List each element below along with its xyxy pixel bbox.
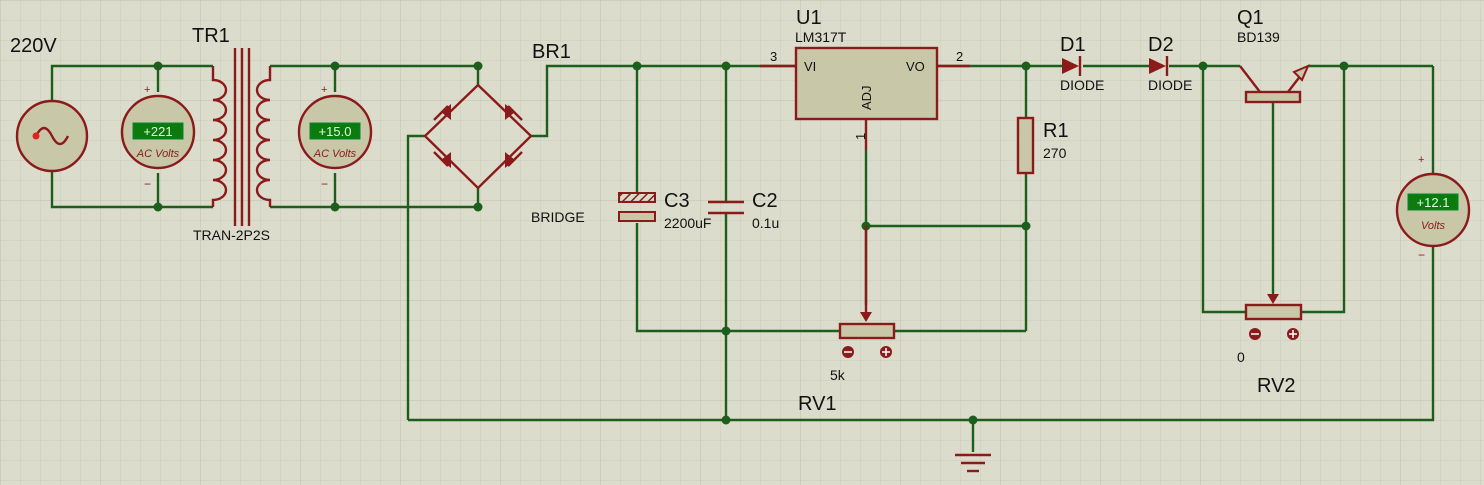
voltmeter-primary-plus: + (144, 84, 150, 96)
c3-label: C3 (664, 190, 690, 212)
voltmeter-secondary[interactable]: +15.0 AC Volts + − (297, 84, 373, 191)
d2-type-label: DIODE (1148, 77, 1192, 93)
rv1-value: 5k (830, 367, 846, 383)
transformer-tr1[interactable] (211, 48, 272, 226)
r1-value: 270 (1043, 145, 1067, 161)
voltmeter-secondary-unit: AC Volts (313, 148, 357, 160)
voltmeter-primary[interactable]: +221 AC Volts + − (120, 84, 196, 191)
voltmeter-primary-reading: +221 (143, 124, 172, 139)
u1-vo-pin-label: VO (906, 59, 925, 74)
br1-label: BR1 (532, 41, 571, 63)
u1-pin2: 2 (956, 49, 963, 64)
u1-type-label: LM317T (795, 29, 847, 45)
c3-value: 2200uF (664, 215, 711, 231)
d1-label: D1 (1060, 34, 1086, 56)
tr1-type-label: TRAN-2P2S (193, 227, 270, 243)
junctions (153, 61, 1349, 425)
voltmeter-output[interactable]: +12.1 Volts + − (1395, 154, 1471, 262)
rv2-label: RV2 (1257, 375, 1296, 397)
source-voltage-label: 220V (10, 35, 57, 57)
capacitor-c3[interactable] (618, 192, 656, 222)
bridge-label: BRIDGE (531, 209, 585, 225)
c2-value: 0.1u (752, 215, 779, 231)
rv1-label: RV1 (798, 393, 837, 415)
q1-label: Q1 (1237, 7, 1264, 29)
d1-type-label: DIODE (1060, 77, 1104, 93)
u1-pin1: 1 (853, 133, 868, 140)
diode-d2[interactable] (1149, 56, 1169, 76)
voltmeter-output-reading: +12.1 (1417, 195, 1450, 210)
diode-d1[interactable] (1062, 56, 1082, 76)
u1-vi-pin-label: VI (804, 59, 816, 74)
q1-type-label: BD139 (1237, 29, 1280, 45)
u1-pin3: 3 (770, 49, 777, 64)
capacitor-c2[interactable] (708, 200, 744, 215)
voltmeter-secondary-minus: − (321, 177, 328, 191)
tr1-label: TR1 (192, 25, 230, 47)
resistor-r1[interactable] (1016, 116, 1035, 175)
voltmeter-secondary-plus: + (321, 84, 327, 96)
voltmeter-output-unit: Volts (1421, 220, 1446, 232)
r1-label: R1 (1043, 120, 1069, 142)
voltmeter-output-minus: − (1418, 248, 1425, 262)
ac-source[interactable] (15, 99, 89, 173)
u1-label: U1 (796, 7, 822, 29)
rv2-value: 0 (1237, 349, 1245, 365)
voltmeter-output-plus: + (1418, 154, 1424, 166)
u1-adj-pin-label: ADJ (859, 85, 874, 110)
d2-label: D2 (1148, 34, 1174, 56)
transistor-q1[interactable] (1239, 64, 1310, 104)
ground-symbol (955, 453, 991, 473)
voltmeter-secondary-reading: +15.0 (319, 124, 352, 139)
bridge-rectifier-br1[interactable] (423, 83, 533, 190)
voltmeter-primary-minus: − (144, 177, 151, 191)
potentiometer-rv1[interactable] (838, 226, 896, 358)
c2-label: C2 (752, 190, 778, 212)
voltmeter-primary-unit: AC Volts (136, 148, 180, 160)
regulator-u1[interactable]: VI VO ADJ 3 2 1 (760, 46, 970, 150)
potentiometer-rv2[interactable] (1244, 294, 1303, 340)
